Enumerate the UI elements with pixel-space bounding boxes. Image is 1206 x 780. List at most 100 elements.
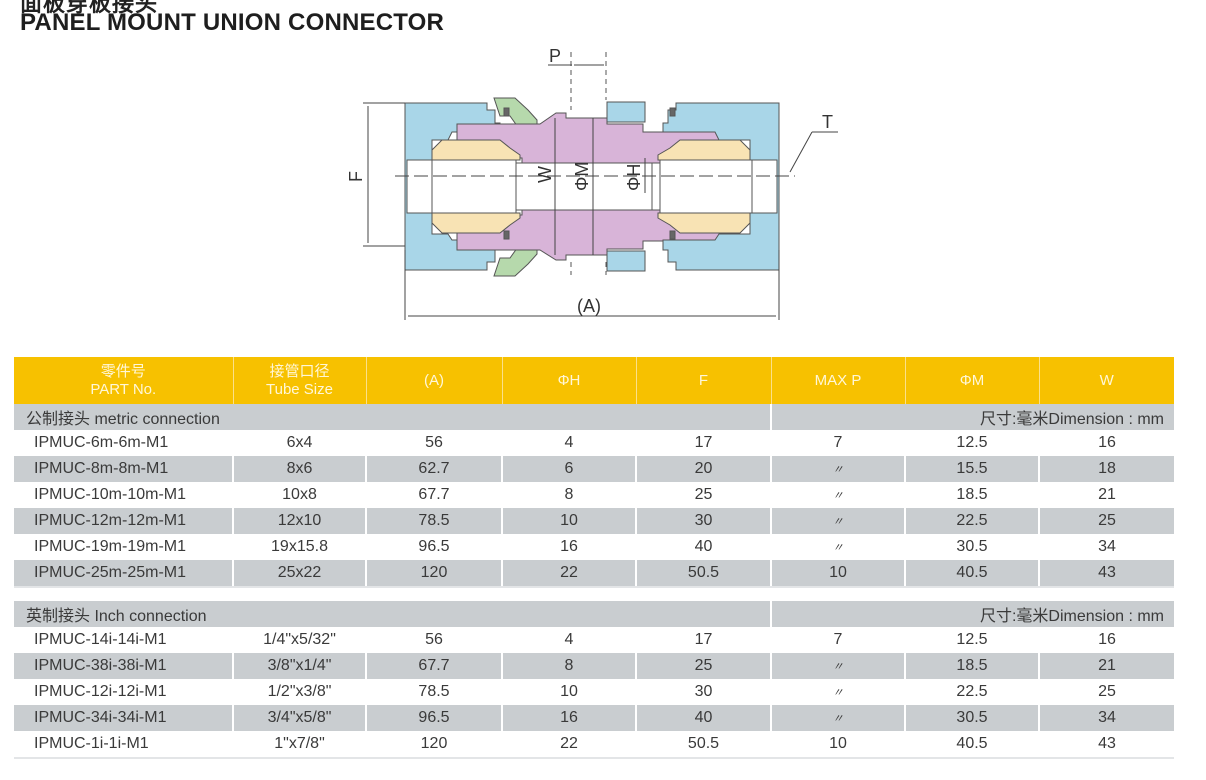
part-no-cell: IPMUC-34i-34i-M1 [14, 705, 233, 731]
label-A: (A) [577, 296, 601, 316]
f-cell: 30 [635, 508, 771, 534]
part-no-cell: IPMUC-1i-1i-M1 [14, 731, 233, 759]
part-no-cell: IPMUC-6m-6m-M1 [14, 430, 233, 456]
f-cell: 17 [635, 627, 771, 653]
part-no-cell: IPMUC-38i-38i-M1 [14, 653, 233, 679]
unit-note: 尺寸:毫米Dimension : mm [770, 404, 1174, 430]
m-cell: 40.5 [904, 560, 1039, 588]
col-header-h: ΦH [501, 357, 636, 404]
a-cell: 56 [365, 430, 502, 456]
a-cell: 62.7 [365, 456, 502, 482]
m-cell: 18.5 [904, 653, 1039, 679]
label-H: ΦH [624, 164, 644, 191]
col-header-max-p: MAX P [770, 357, 905, 404]
w-cell: 34 [1038, 705, 1174, 731]
w-cell: 21 [1038, 653, 1174, 679]
f-cell: 20 [635, 456, 771, 482]
a-cell: 120 [365, 560, 502, 588]
a-cell: 67.7 [365, 653, 502, 679]
m-cell: 15.5 [904, 456, 1039, 482]
w-cell: 25 [1038, 679, 1174, 705]
section-gap [14, 586, 1174, 601]
max-p-cell: 10 [770, 731, 905, 759]
page-title-chinese: 面板穿板接头 [20, 0, 159, 17]
f-cell: 50.5 [635, 731, 771, 759]
f-cell: 40 [635, 705, 771, 731]
w-cell: 21 [1038, 482, 1174, 508]
h-cell: 4 [501, 430, 636, 456]
max-p-cell: 〃 [770, 456, 905, 482]
label-P: P [549, 46, 561, 66]
h-cell: 10 [501, 508, 636, 534]
h-cell: 8 [501, 653, 636, 679]
h-cell: 8 [501, 482, 636, 508]
a-cell: 78.5 [365, 679, 502, 705]
max-p-cell: 〃 [770, 679, 905, 705]
tube-size-cell: 6x4 [232, 430, 366, 456]
max-p-cell: 〃 [770, 508, 905, 534]
m-cell: 12.5 [904, 430, 1039, 456]
part-no-cell: IPMUC-14i-14i-M1 [14, 627, 233, 653]
left-nut-body [404, 102, 501, 271]
f-cell: 40 [635, 534, 771, 560]
max-p-cell: 7 [770, 430, 905, 456]
w-cell: 18 [1038, 456, 1174, 482]
max-p-cell: 〃 [770, 705, 905, 731]
max-p-cell: 7 [770, 627, 905, 653]
m-cell: 18.5 [904, 482, 1039, 508]
label-T: T [822, 112, 833, 132]
h-cell: 6 [501, 456, 636, 482]
tube-size-cell: 1/2"x3/8" [232, 679, 366, 705]
f-cell: 17 [635, 430, 771, 456]
h-cell: 16 [501, 534, 636, 560]
a-cell: 96.5 [365, 534, 502, 560]
page-title: PANEL MOUNT UNION CONNECTOR [20, 9, 445, 36]
h-cell: 4 [501, 627, 636, 653]
panel-block-top [606, 101, 646, 123]
a-cell: 56 [365, 627, 502, 653]
w-cell: 43 [1038, 560, 1174, 588]
a-cell: 120 [365, 731, 502, 759]
part-no-cell: IPMUC-19m-19m-M1 [14, 534, 233, 560]
f-cell: 25 [635, 653, 771, 679]
m-cell: 30.5 [904, 534, 1039, 560]
f-cell: 30 [635, 679, 771, 705]
right-nut-body [662, 102, 780, 271]
tube-size-cell: 3/8"x1/4" [232, 653, 366, 679]
m-cell: 22.5 [904, 508, 1039, 534]
unit-note: 尺寸:毫米Dimension : mm [770, 601, 1174, 627]
a-cell: 67.7 [365, 482, 502, 508]
f-cell: 50.5 [635, 560, 771, 588]
f-cell: 25 [635, 482, 771, 508]
part-no-cell: IPMUC-10m-10m-M1 [14, 482, 233, 508]
tube-size-cell: 19x15.8 [232, 534, 366, 560]
m-cell: 40.5 [904, 731, 1039, 759]
col-header-w: W [1038, 357, 1174, 404]
connector-diagram: P T F W ΦM ΦH (A) [346, 46, 838, 320]
w-cell: 16 [1038, 430, 1174, 456]
part-no-cell: IPMUC-12i-12i-M1 [14, 679, 233, 705]
m-cell: 12.5 [904, 627, 1039, 653]
h-cell: 22 [501, 731, 636, 759]
section-title: 公制接头 metric connection [14, 404, 771, 430]
col-header-a: (A) [365, 357, 502, 404]
m-cell: 30.5 [904, 705, 1039, 731]
w-cell: 16 [1038, 627, 1174, 653]
label-W: W [535, 166, 555, 183]
part-no-cell: IPMUC-8m-8m-M1 [14, 456, 233, 482]
panel-block-bottom [606, 250, 646, 272]
max-p-cell: 〃 [770, 482, 905, 508]
col-header-m: ΦM [904, 357, 1039, 404]
